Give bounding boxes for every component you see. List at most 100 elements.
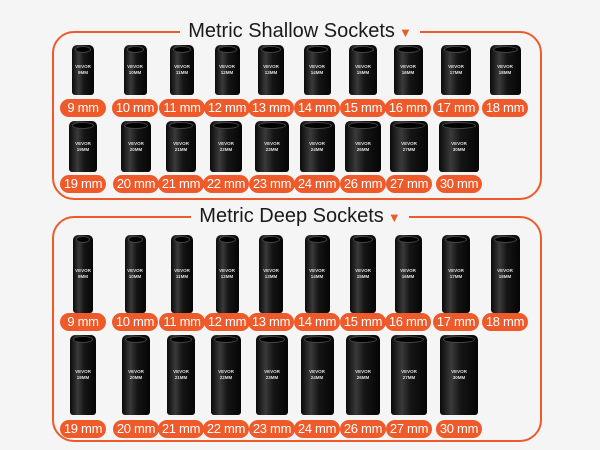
size-label: 21 mm xyxy=(158,175,204,193)
socket-brand: VEVOR xyxy=(174,64,190,69)
socket-brand: VEVOR xyxy=(263,64,279,69)
size-label: 11 mm xyxy=(159,99,205,117)
socket-size-engraving: 20MM xyxy=(129,146,143,152)
socket-size-engraving: 17MM xyxy=(449,274,463,279)
socket-brand: VEVOR xyxy=(309,140,325,146)
socket-size-engraving: 10MM xyxy=(128,70,142,75)
socket-brand: VEVOR xyxy=(309,64,325,69)
socket-brand: VEVOR xyxy=(355,140,371,146)
socket-brand: VEVOR xyxy=(127,268,143,273)
size-label: 27 mm xyxy=(386,420,432,438)
shallow-title-text: Metric Shallow Sockets xyxy=(180,20,399,42)
socket-brand: VEVOR xyxy=(497,268,513,273)
socket-size-engraving: 15MM xyxy=(356,274,370,279)
socket-brand: VEVOR xyxy=(263,268,279,273)
size-label: 11 mm xyxy=(159,313,205,331)
socket-size-engraving: 30MM xyxy=(452,146,466,152)
socket-brand: VEVOR xyxy=(75,369,91,374)
size-label: 18 mm xyxy=(482,99,528,117)
socket-brand: VEVOR xyxy=(128,369,144,374)
socket-size-engraving: 13MM xyxy=(264,274,278,279)
socket-brand: VEVOR xyxy=(173,369,189,374)
socket-size-engraving: 11MM xyxy=(175,274,189,279)
size-label: 13 mm xyxy=(248,313,294,331)
socket-size-engraving: 9MM xyxy=(78,70,88,75)
socket-brand: VEVOR xyxy=(75,64,91,69)
socket-brand: VEVOR xyxy=(401,140,417,146)
socket-size-engraving: 22MM xyxy=(219,146,233,152)
socket-size-engraving: 23MM xyxy=(265,146,279,152)
socket-size-engraving: 24MM xyxy=(310,146,324,152)
size-label: 22 mm xyxy=(203,175,249,193)
socket-size-engraving: 16MM xyxy=(401,274,415,279)
socket-brand: VEVOR xyxy=(400,268,416,273)
size-label: 24 mm xyxy=(294,420,340,438)
socket-size-engraving: 14MM xyxy=(310,274,324,279)
socket-size-engraving: 9MM xyxy=(78,274,88,279)
socket-size-engraving: 18MM xyxy=(498,274,512,279)
socket-size-engraving: 24MM xyxy=(310,375,324,380)
socket-size-engraving: 23MM xyxy=(265,375,279,380)
socket-brand: VEVOR xyxy=(219,64,235,69)
socket-brand: VEVOR xyxy=(497,64,513,69)
size-label: 23 mm xyxy=(249,175,295,193)
socket-brand: VEVOR xyxy=(75,140,91,146)
socket-brand: VEVOR xyxy=(219,268,235,273)
socket-brand: VEVOR xyxy=(173,140,189,146)
socket-size-engraving: 13MM xyxy=(264,70,278,75)
socket-brand: VEVOR xyxy=(264,369,280,374)
socket-brand: VEVOR xyxy=(309,369,325,374)
size-label: 18 mm xyxy=(482,313,528,331)
socket-size-engraving: 26MM xyxy=(356,375,370,380)
socket-size-engraving: 22MM xyxy=(219,375,233,380)
socket-size-engraving: 16MM xyxy=(401,70,415,75)
socket-brand: VEVOR xyxy=(355,268,371,273)
size-label: 15 mm xyxy=(340,313,386,331)
socket-brand: VEVOR xyxy=(448,268,464,273)
socket-brand: VEVOR xyxy=(355,64,371,69)
size-label: 9 mm xyxy=(60,99,106,117)
socket-brand: VEVOR xyxy=(218,140,234,146)
socket-brand: VEVOR xyxy=(401,369,417,374)
size-label: 17 mm xyxy=(433,99,479,117)
socket-size-engraving: 15MM xyxy=(356,70,370,75)
socket-brand: VEVOR xyxy=(448,64,464,69)
size-label: 20 mm xyxy=(113,175,159,193)
socket-brand: VEVOR xyxy=(355,369,371,374)
size-label: 30 mm xyxy=(436,175,482,193)
socket-size-engraving: 20MM xyxy=(129,375,143,380)
shallow-title: Metric Shallow Sockets▼ xyxy=(0,19,600,43)
size-label: 19 mm xyxy=(60,420,106,438)
socket-brand: VEVOR xyxy=(264,140,280,146)
socket-brand: VEVOR xyxy=(127,64,143,69)
socket-size-engraving: 26MM xyxy=(356,146,370,152)
socket-brand: VEVOR xyxy=(128,140,144,146)
size-label: 16 mm xyxy=(385,313,431,331)
size-label: 13 mm xyxy=(248,99,294,117)
socket-size-engraving: 19MM xyxy=(76,375,90,380)
